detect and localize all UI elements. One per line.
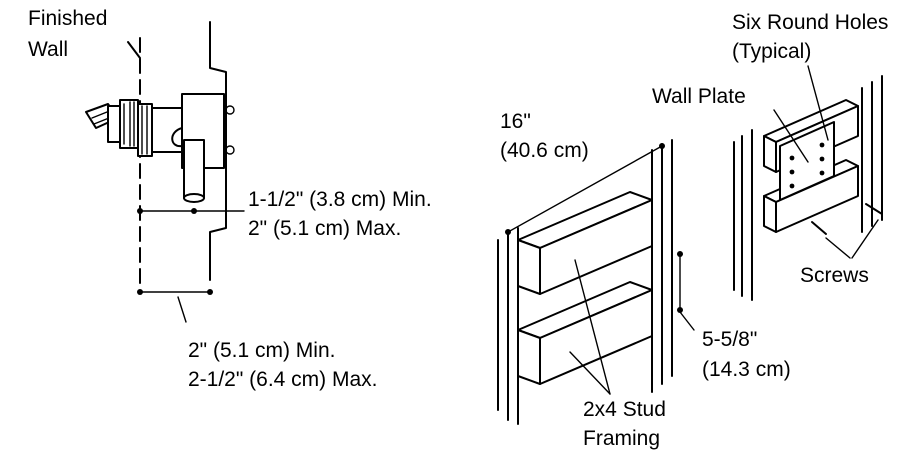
round-hole [819,142,825,148]
wall-plate-view [733,65,883,301]
screw [865,203,883,215]
screw [811,221,827,235]
stud-framing-label-line1: 2x4 Stud [583,398,666,421]
wall-plate-label: Wall Plate [652,85,746,108]
round-hole [789,155,795,161]
valve-section-view [85,21,245,323]
stud-framing-label-line2: Framing [583,427,660,450]
round-hole [789,169,795,175]
depth-dimension [137,289,213,323]
min-offset-label: 1-1/2" (3.8 cm) Min. [248,188,432,211]
stud-spacing-label-line1: 16" [500,110,531,133]
round-hole [819,170,825,176]
offset-dimension [137,208,245,214]
block-spacing-label-line1: 5-5/8" [702,328,757,351]
valve-body [85,93,235,203]
round-holes-label-line1: Six Round Holes [732,11,888,34]
max-offset-label: 2" (5.1 cm) Max. [248,217,401,240]
stud-spacing-label-line2: (40.6 cm) [500,139,589,162]
round-holes-label-line2: (Typical) [732,40,811,63]
round-hole [819,156,825,162]
max-depth-label: 2-1/2" (6.4 cm) Max. [188,368,378,391]
stud-framing-view [497,139,695,425]
finished-wall-label-line2: Wall [28,38,68,61]
min-depth-label: 2" (5.1 cm) Min. [188,339,335,362]
block-spacing-label-line2: (14.3 cm) [702,358,791,381]
round-hole [789,183,795,189]
screws-label: Screws [800,264,869,287]
finished-wall-label-line1: Finished [28,7,107,30]
